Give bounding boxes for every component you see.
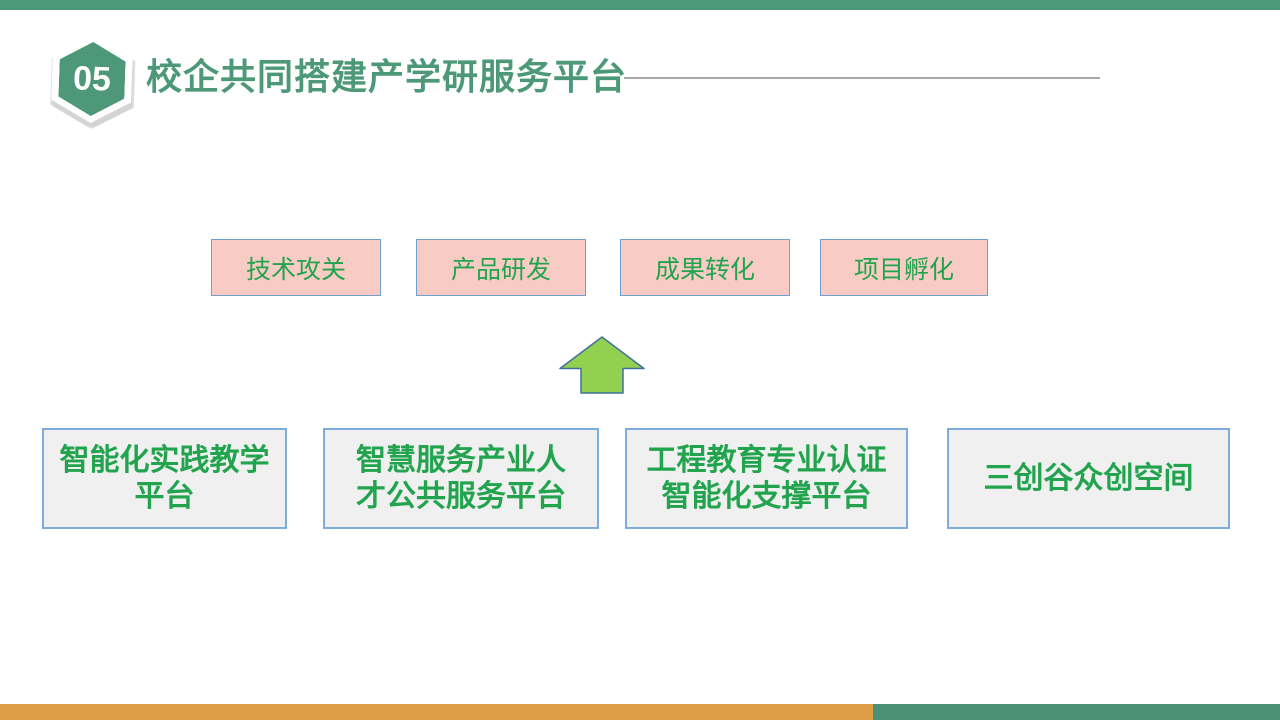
top-accent-bar <box>0 0 1280 10</box>
process-box-label: 项目孵化 <box>853 255 954 284</box>
platform-box-label: 工程教育专业认证 <box>646 443 887 477</box>
process-box-3: 成果转化 <box>620 239 790 296</box>
process-box-2: 产品研发 <box>416 239 586 296</box>
section-number-badge: 05 <box>48 32 135 127</box>
title-divider-line <box>624 77 1100 79</box>
platform-box-label: 智能化支撑平台 <box>661 479 872 513</box>
platform-box-label: 智慧服务产业人 <box>356 443 566 477</box>
up-arrow-icon <box>558 336 646 394</box>
badge-number: 05 <box>72 58 112 99</box>
process-box-label: 产品研发 <box>450 255 551 284</box>
platform-box-label: 智能化实践教学 <box>59 443 270 477</box>
platform-box-4: 三创谷众创空间 <box>947 428 1230 529</box>
page-title: 校企共同搭建产学研服务平台 <box>146 56 628 97</box>
process-box-1: 技术攻关 <box>211 239 381 296</box>
bottom-accent-bar-orange <box>0 704 873 720</box>
platform-box-label: 才公共服务平台 <box>356 479 566 513</box>
platform-box-2: 智慧服务产业人 才公共服务平台 <box>323 428 599 529</box>
bottom-accent-bar-green <box>873 704 1280 720</box>
platform-box-label: 三创谷众创空间 <box>983 461 1194 495</box>
platform-box-label: 平台 <box>134 479 195 513</box>
process-box-4: 项目孵化 <box>820 239 988 296</box>
process-box-label: 技术攻关 <box>245 255 346 284</box>
process-box-label: 成果转化 <box>654 255 755 284</box>
platform-box-3: 工程教育专业认证 智能化支撑平台 <box>625 428 908 529</box>
platform-box-1: 智能化实践教学 平台 <box>42 428 287 529</box>
